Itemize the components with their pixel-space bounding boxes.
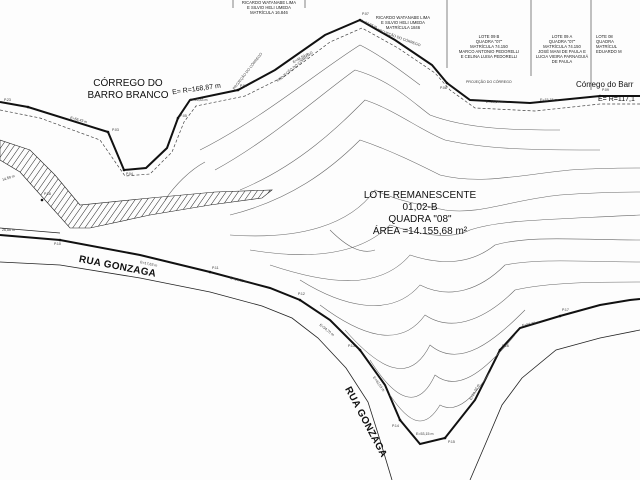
point-id: P.05 [180, 114, 187, 118]
projection-label: PROJEÇÃO DO CÓRREGO [466, 80, 512, 84]
stream-name-line-2: BARRO BRANCO [87, 90, 169, 101]
lot-area: ÁREA =14.155,68 m² [372, 226, 468, 237]
segment-length: E=26,83 m [190, 98, 208, 102]
segment-length: E=28,54 m [486, 100, 504, 104]
point-id: P.14 [392, 424, 399, 428]
point-id: P.18 [44, 192, 51, 196]
owner-block-top-mid: RICARDO WATANABE LIMA E SILVIO HELI UMED… [366, 15, 440, 30]
stream-projection [0, 27, 640, 177]
point-id: P.16 [502, 344, 509, 348]
owner-line: QUADRA [596, 39, 614, 44]
owner-block-top-left: RICARDO WATANABE LIMA E SILVIO HELI UMED… [236, 0, 302, 15]
owner-line: E SILVIO HELI UMEDA [247, 5, 291, 10]
owner-line: E CELINA LUISA PEDORELLI [460, 54, 518, 59]
lot-title-block: LOTE REMANESCENTE 01,02-B QUADRA "08" ÁR… [350, 190, 490, 238]
owner-line: E SILVIO HELI UMEDA [381, 20, 425, 25]
owner-block-lot-a: LOTE 09 A QUADRA "07" MATRÍCULA 74.150 J… [533, 34, 591, 64]
owner-line: MATRÍCULA 1846 [385, 25, 421, 30]
owner-line: LOTE 08 [596, 34, 613, 39]
owner-line: RICARDO WATANABE LIMA [375, 15, 431, 20]
owner-line: MARCO ANTONIO PEDORELLI [458, 49, 520, 54]
stream-name-line-1: CÓRREGO DO [93, 78, 163, 89]
vertex-markers [26, 18, 602, 440]
point-id: P.08 [440, 86, 447, 90]
segment-length: E=15,15 m [540, 98, 558, 102]
owner-line: EDUARDO M [596, 49, 622, 54]
street-edges [0, 227, 640, 480]
owner-line: MATRÍCULA 16.846 [250, 10, 288, 15]
owner-line: MATRÍCULA 74.150 [470, 44, 508, 49]
point-id: P.23 [4, 98, 11, 102]
stream-radius-right: E= R=117,1 [598, 96, 635, 103]
point-id: P.04 [126, 172, 133, 176]
owner-line: MATRÍCULA 74.150 [543, 44, 581, 49]
point-id: P.06 [240, 84, 247, 88]
point-id: P.17 [562, 308, 569, 312]
owner-line: RICARDO WATANABE LIMA [241, 0, 297, 5]
owner-line: QUADRA "07" [475, 39, 503, 44]
lot-block: QUADRA "08" [388, 214, 452, 225]
lot-divisions [232, 0, 592, 90]
point-id: P.09 [602, 88, 609, 92]
stream-label-right: Córrego do Barr [576, 80, 634, 89]
slope-hatch [0, 139, 273, 229]
owner-line: LOTE 09 A [551, 34, 573, 39]
point-id: P.13 [348, 344, 355, 348]
point-id: P.03 [112, 128, 119, 132]
segment-length: 26,86 m [2, 228, 15, 232]
lot-number: 01,02-B [402, 202, 438, 213]
lot-name: LOTE REMANESCENTE [363, 190, 477, 201]
owner-line: MATRÍCUL [596, 44, 618, 49]
owner-line: JOSÉ MANI DE PAULA E [538, 49, 586, 54]
point-id: P.11 [212, 266, 219, 270]
owner-block-lot-b: LOTE 09 B QUADRA "07" MATRÍCULA 74.150 M… [449, 34, 529, 59]
owner-line: LOTE 09 B [478, 34, 500, 39]
segment-length: E=53,15 m [416, 432, 434, 436]
owner-line: QUADRA "07" [548, 39, 576, 44]
owner-line: DE PAULA [551, 59, 573, 64]
owner-line: LUCIA VIEIRA PARNAGUIÁ [535, 54, 589, 59]
point-id: P.10 [54, 242, 61, 246]
point-id: P.15 [448, 440, 455, 444]
owner-block-lot-c: LOTE 08 QUADRA MATRÍCUL EDUARDO M [596, 34, 640, 54]
stream-label-left: CÓRREGO DO BARRO BRANCO [78, 78, 178, 102]
point-id: P.07 [362, 12, 369, 16]
point-id: P.12 [298, 292, 305, 296]
